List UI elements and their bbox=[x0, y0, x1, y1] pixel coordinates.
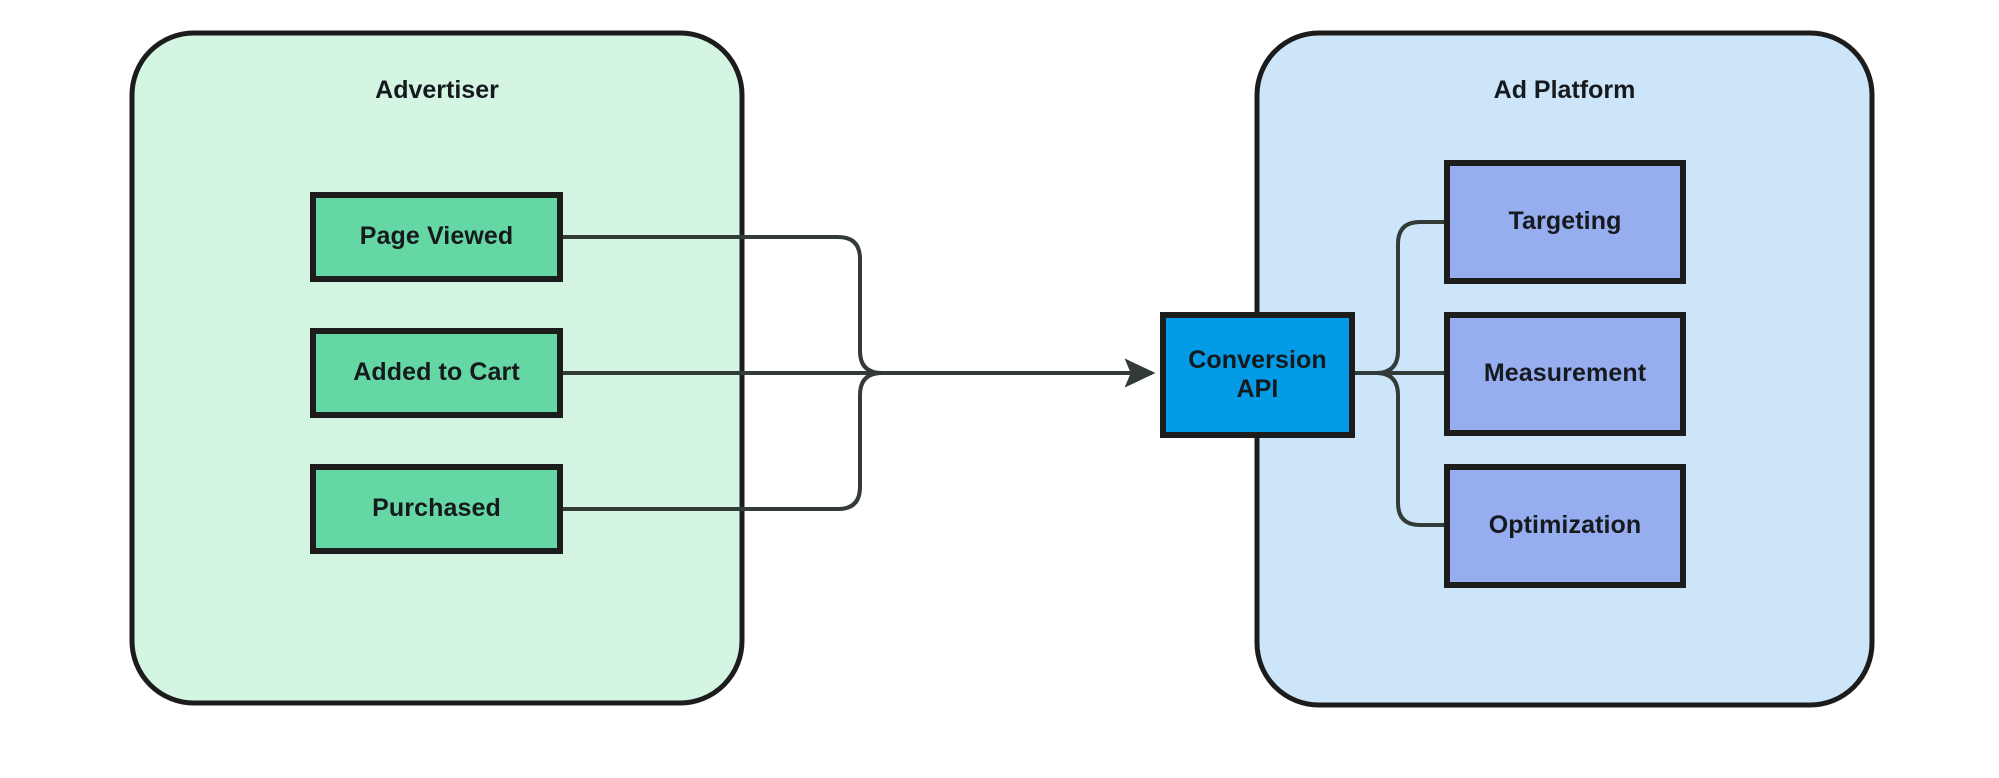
edge-conversion-api-to-optimization bbox=[1352, 371, 1447, 527]
node-targeting-box[interactable] bbox=[1444, 160, 1686, 284]
node-page-viewed-box[interactable] bbox=[310, 192, 563, 282]
node-added-to-cart-box[interactable] bbox=[310, 328, 563, 418]
edge-purchased-to-conversion-api bbox=[560, 358, 1156, 511]
node-purchased-box[interactable] bbox=[310, 464, 563, 554]
node-conversion-api-box[interactable] bbox=[1160, 312, 1355, 438]
node-optimization-box[interactable] bbox=[1444, 464, 1686, 588]
edge-conversion-api-to-targeting bbox=[1352, 220, 1447, 375]
node-measurement-box[interactable] bbox=[1444, 312, 1686, 436]
